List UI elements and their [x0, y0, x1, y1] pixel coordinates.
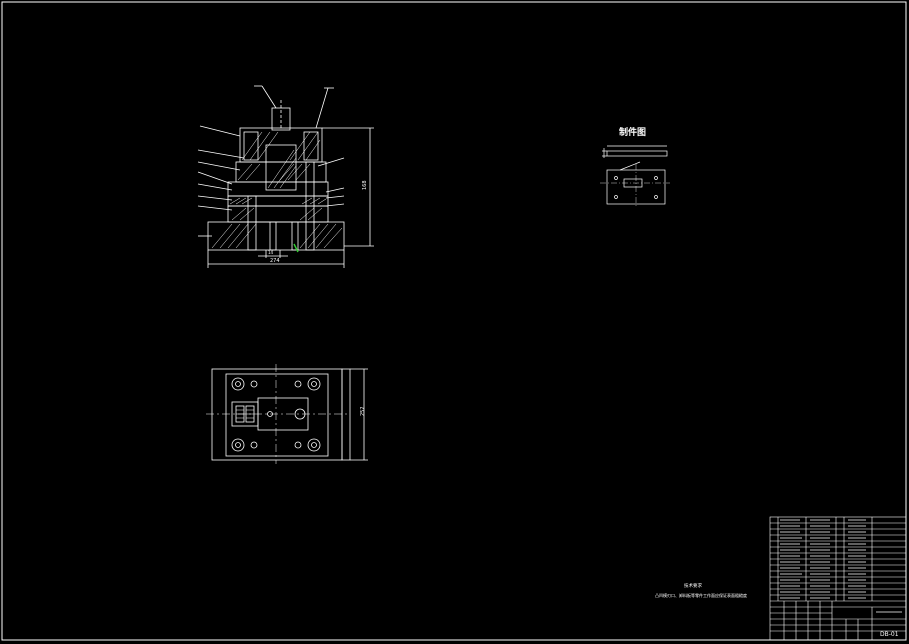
- tech-notes-title: 技术要求: [684, 582, 702, 589]
- dim-plan-height: 252: [360, 406, 366, 416]
- part-drawing: [600, 145, 670, 208]
- part-view-title: 制件图: [619, 126, 646, 138]
- dim-small-offset: 14: [268, 250, 274, 255]
- dim-assembly-height: 168: [362, 180, 368, 190]
- dim-assembly-width: 274: [270, 258, 280, 264]
- assembly-section-view: [197, 85, 374, 268]
- highlight-mark: [293, 243, 299, 253]
- plan-view: [206, 364, 368, 464]
- tech-notes-text: 凸凹模刃口、卸料板等零件工作面应保证表面粗糙度: [655, 592, 747, 598]
- drawing-number: DB-01: [880, 631, 899, 638]
- title-block: [769, 516, 907, 641]
